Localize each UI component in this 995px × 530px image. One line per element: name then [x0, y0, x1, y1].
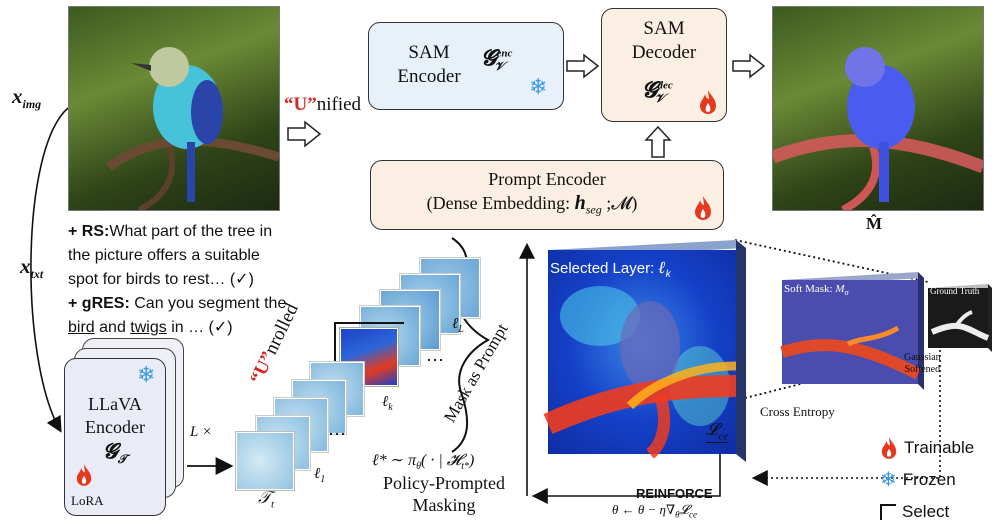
output-mask-image — [772, 6, 984, 211]
fire-icon — [881, 437, 897, 459]
policy-formula: ℓ* ∼ πθ( · | 𝓗t*) — [372, 452, 475, 473]
layer-lk-label: ℓk — [382, 394, 393, 413]
rs-query-line2: the picture offers a suitable — [68, 247, 260, 264]
layer-t-label: 𝒯t — [258, 488, 275, 511]
hollow-arrow-dec-out — [732, 53, 766, 79]
gaussian-label: Gaussian Softened — [904, 352, 941, 375]
policy-caption-line2: Masking — [412, 495, 476, 515]
hollow-arrow-enc-dec — [566, 53, 600, 79]
ground-truth-label: Ground Truth — [930, 286, 980, 296]
sam-decoder-box: SAM Decoder 𝓖dec𝒱 — [601, 8, 727, 122]
ground-truth-mask — [928, 284, 992, 352]
hollow-arrow-unified — [287, 120, 322, 148]
query-text-block: + RS:What part of the tree in the pictur… — [68, 220, 368, 340]
fire-icon — [700, 90, 716, 114]
sam-decoder-symbol: 𝓖dec𝒱 — [642, 77, 673, 106]
legend-select: Select — [880, 496, 974, 528]
output-label: M̂ — [866, 214, 883, 233]
reinforce-update: θ ← θ − η∇θ𝓛ce — [612, 502, 697, 520]
segmented-illustration — [773, 47, 983, 210]
layer-ellipsis: ⋯ — [426, 350, 444, 370]
rs-query-line3: spot for birds to rest… (✓) — [68, 271, 254, 288]
legend-trainable: Trainable — [880, 432, 974, 464]
select-bracket-icon — [880, 504, 896, 520]
hollow-arrow-prompt-dec — [644, 125, 672, 158]
loss-to-reinforce-arrow — [531, 450, 721, 504]
snowflake-icon: ❄ — [529, 75, 548, 100]
policy-caption: Policy-Prompted Masking — [364, 472, 524, 516]
input-bird-image — [68, 6, 280, 211]
gres-query-line1: + gRES: Can you segment the — [68, 295, 287, 312]
select-bracket-icon — [334, 322, 404, 392]
layer-ellipsis: ⋯ — [328, 424, 346, 444]
sam-encoder-symbol: 𝓖enc𝒱 — [481, 45, 513, 74]
prompt-encoder-box: Prompt Encoder (Dense Embedding: hseg ;𝓜… — [370, 160, 724, 230]
prompt-encoder-detail: (Dense Embedding: hseg ;𝓜) — [426, 192, 638, 217]
legend-frozen: ❄ Frozen — [880, 464, 974, 496]
llava-symbol: 𝓖𝒯 — [103, 439, 127, 467]
lora-label: LoRA — [71, 493, 104, 508]
fire-icon — [695, 196, 711, 220]
layer-l1-label: ℓ1 — [314, 466, 326, 485]
heatmap-slab — [543, 240, 746, 462]
gres-query-line2: bird and twigs in … (✓) — [68, 319, 233, 336]
cross-entropy-label: Cross Entropy — [760, 404, 835, 419]
sam-encoder-title: SAM — [408, 42, 450, 63]
gt-to-loss-dotted — [751, 350, 941, 486]
policy-caption-line1: Policy-Prompted — [383, 473, 505, 493]
snowflake-icon: ❄ — [137, 363, 156, 388]
prompt-encoder-title: Prompt Encoder — [488, 169, 606, 189]
heatmap-title: Selected Layer: ℓk — [550, 258, 671, 280]
layer-count-label: L × — [190, 424, 212, 440]
llava-encoder-box: ❄ LLaVA Encoder 𝓖𝒯 LoRA — [64, 358, 166, 516]
llava-title: LLaVA — [88, 394, 142, 414]
snowflake-icon: ❄ — [880, 469, 897, 491]
fire-icon — [76, 464, 92, 486]
img-to-llava-curve — [30, 107, 69, 433]
bird-illustration — [106, 47, 279, 210]
loss-symbol: 𝓛ce — [706, 420, 729, 444]
layer-card — [236, 432, 294, 490]
sam-decoder-subtitle: Decoder — [631, 42, 697, 63]
rs-query-line1: + RS:What part of the tree in — [68, 223, 273, 240]
soft-mask-slab — [780, 272, 924, 390]
sam-encoder-box: SAM Encoder 𝓖enc𝒱 ❄ — [368, 22, 564, 110]
unified-label: “U”nified — [284, 94, 362, 115]
llava-subtitle: Encoder — [85, 417, 145, 437]
sam-decoder-title: SAM — [643, 18, 685, 39]
reinforce-label: REINFORCE — [636, 486, 713, 501]
layer-lL-label: ℓL — [452, 316, 464, 335]
sam-encoder-subtitle: Encoder — [397, 66, 461, 87]
soft-mask-label: Soft Mask: Mσ — [784, 283, 849, 298]
legend: Trainable ❄ Frozen Select — [880, 432, 974, 528]
x-txt-label: xtxt — [20, 254, 44, 282]
x-img-label: ximg — [12, 84, 42, 112]
